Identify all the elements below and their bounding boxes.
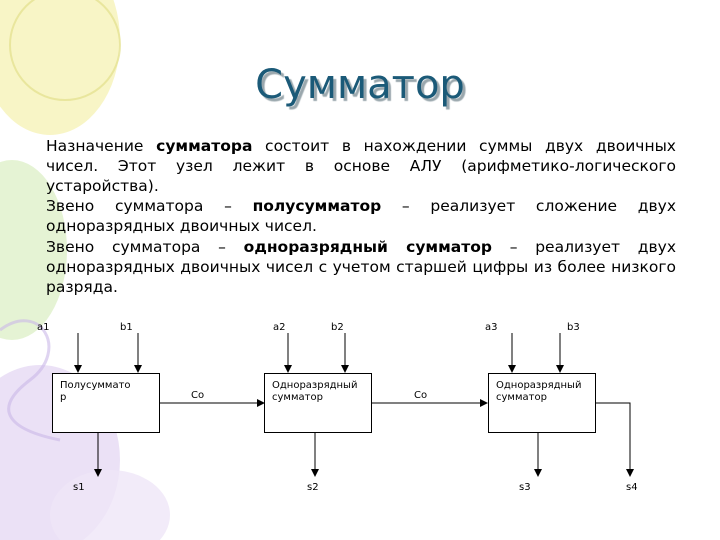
p3-before: Звено сумматора – [46,238,244,256]
decor-circle-outline [9,0,121,101]
input-label-b3: b3 [567,322,580,333]
input-label-a2: a2 [273,322,286,333]
full-adder-block-1: Одноразрядный сумматор [264,373,372,433]
wire-s4 [596,402,634,477]
p3-bold: одноразрядный сумматор [243,238,492,256]
output-label-s4: s4 [626,482,638,493]
p1-after: состоит в нахождении суммы двух двоичных… [46,137,676,195]
decor-balloon-green [0,160,67,340]
p1-before: Назначение [46,137,157,155]
p2-bold: полусумматор [252,197,382,215]
p2-after: – реализует сложение двух одноразрядных … [46,197,676,235]
p2-before: Звено сумматора – [46,197,253,215]
paragraph-purpose: Назначение сумматора состоит в нахождени… [46,136,676,196]
decor-balloon-yellow [0,0,120,135]
full-adder-block-2: Одноразрядный сумматор [488,373,596,433]
output-label-s2: s2 [307,482,319,493]
block-2-label: Одноразрядный сумматор [272,380,358,403]
decor-swirl [0,319,61,442]
input-label-a3: a3 [485,322,498,333]
output-label-s1: s1 [73,482,85,493]
block-1-label: Полусумматор [60,380,131,403]
paragraph-full-adder: Звено сумматора – одноразрядный сумматор… [46,237,676,297]
decor-balloon-purple-2 [50,470,170,540]
p1-bold: сумматора [156,137,253,155]
p3-after: – реализует двух одноразрядных двоичных … [46,238,676,296]
carry-label-1: Co [191,390,205,401]
input-label-b2: b2 [331,322,344,333]
carry-label-2: Co [414,390,428,401]
block-3-label: Одноразрядный сумматор [496,380,582,403]
input-label-b1: b1 [120,322,133,333]
output-label-s3: s3 [519,482,531,493]
input-label-a1: a1 [37,322,50,333]
half-adder-block: Полусумматор [52,373,160,433]
paragraph-half-adder: Звено сумматора – полусумматор – реализу… [46,196,676,236]
slide-title: Сумматор [255,62,465,108]
